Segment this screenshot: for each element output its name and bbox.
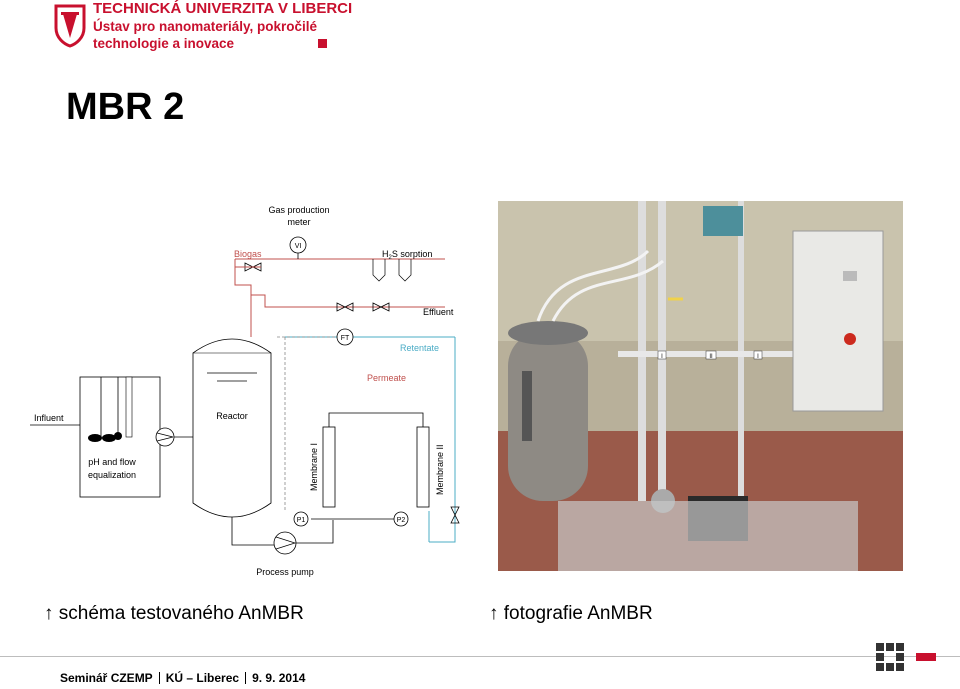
anmbr-photo: I II I [498,201,903,571]
footer-seminar: Seminář CZEMP [60,671,153,685]
ph-label-1: pH and flow [88,457,136,467]
membrane-1-label: Membrane I [309,443,319,491]
biogas-label: Biogas [234,249,262,259]
footer-divider [0,656,960,657]
vi-label: VI [295,243,302,250]
photo-tag-3: I [757,354,759,360]
gas-meter-label-2: meter [287,217,310,227]
process-pump-icon [273,531,297,555]
p1-label: P1 [297,517,306,524]
reactor-vessel [192,338,272,518]
ph-label-2: equalization [88,470,136,480]
anmbr-schematic: VI Gas production meter Biogas H2S sorpt… [30,205,460,577]
slide-title: MBR 2 [66,86,185,128]
footer-location: KÚ – Liberec [165,671,240,685]
retentate-label: Retentate [400,343,439,353]
h2s-trap-1-icon [372,259,386,282]
institute-name-line2: technologie a inovace [93,36,235,51]
university-logo-icon [54,4,86,48]
h2s-trap-2-icon [398,259,412,282]
university-name: TECHNICKÁ UNIVERZITA V LIBERCI [93,0,353,17]
h2s-label: H2S sorption [382,249,432,261]
permeate-label: Permeate [367,373,406,383]
footer: Seminář CZEMP KÚ – Liberec 9. 9. 2014 [60,671,305,685]
reactor-tank [508,331,588,501]
effluent-valve-1-icon [336,302,354,312]
process-pump-label: Process pump [256,567,314,577]
caption-schematic: ↑ schéma testovaného AnMBR [44,603,304,624]
effluent-valve-2-icon [372,302,390,312]
footer-date: 9. 9. 2014 [252,671,306,685]
photo-tag-2: II [709,354,713,360]
outlet-valve-icon [450,506,460,524]
footer-logo-icon [876,643,936,671]
feed-pump-icon [155,427,175,447]
flow-transmitter-icon [336,328,354,346]
photo-tag-1: I [661,354,663,360]
control-cabinet [792,230,884,412]
p2-label: P2 [397,517,406,524]
membrane-1 [322,426,336,508]
membrane-2 [416,426,430,508]
gas-line [234,258,445,337]
membrane-2-label: Membrane II [435,444,445,495]
reactor-label: Reactor [216,411,248,421]
brand-square-icon [318,39,327,48]
influent-label: Influent [34,413,64,423]
effluent-label: Effluent [423,307,454,317]
gas-meter-label-1: Gas production [268,205,329,215]
caption-photo: ↑ fotografie AnMBR [489,603,653,624]
ft-label: FT [341,335,350,342]
institute-name-line1: Ústav pro nanomateriály, pokročilé [93,19,318,34]
